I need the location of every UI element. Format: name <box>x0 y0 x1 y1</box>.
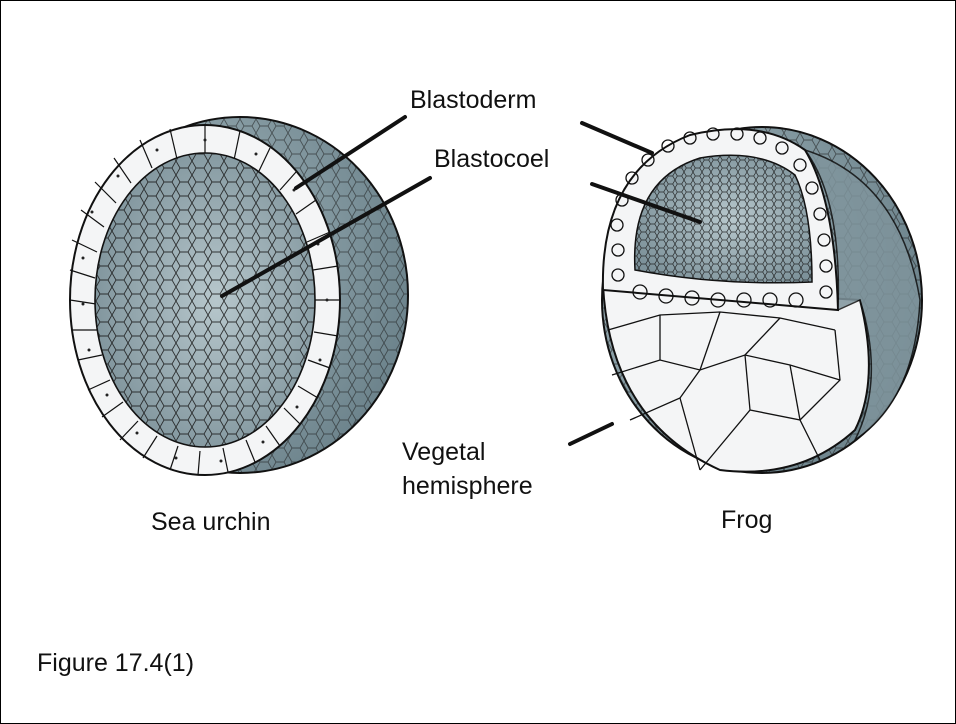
vegetal-leader <box>570 424 612 444</box>
hemisphere-label: hemisphere <box>402 472 533 501</box>
sea-urchin-label: Sea urchin <box>151 508 271 537</box>
blastocoel-label: Blastocoel <box>434 145 549 174</box>
blastoderm-label: Blastoderm <box>410 86 536 115</box>
frog-embryo <box>602 127 922 473</box>
blastoderm-leader-right <box>582 123 652 153</box>
figure-caption: Figure 17.4(1) <box>37 649 194 678</box>
vegetal-label: Vegetal <box>402 438 485 467</box>
frog-label: Frog <box>721 506 772 535</box>
sea-urchin-embryo <box>70 117 408 475</box>
